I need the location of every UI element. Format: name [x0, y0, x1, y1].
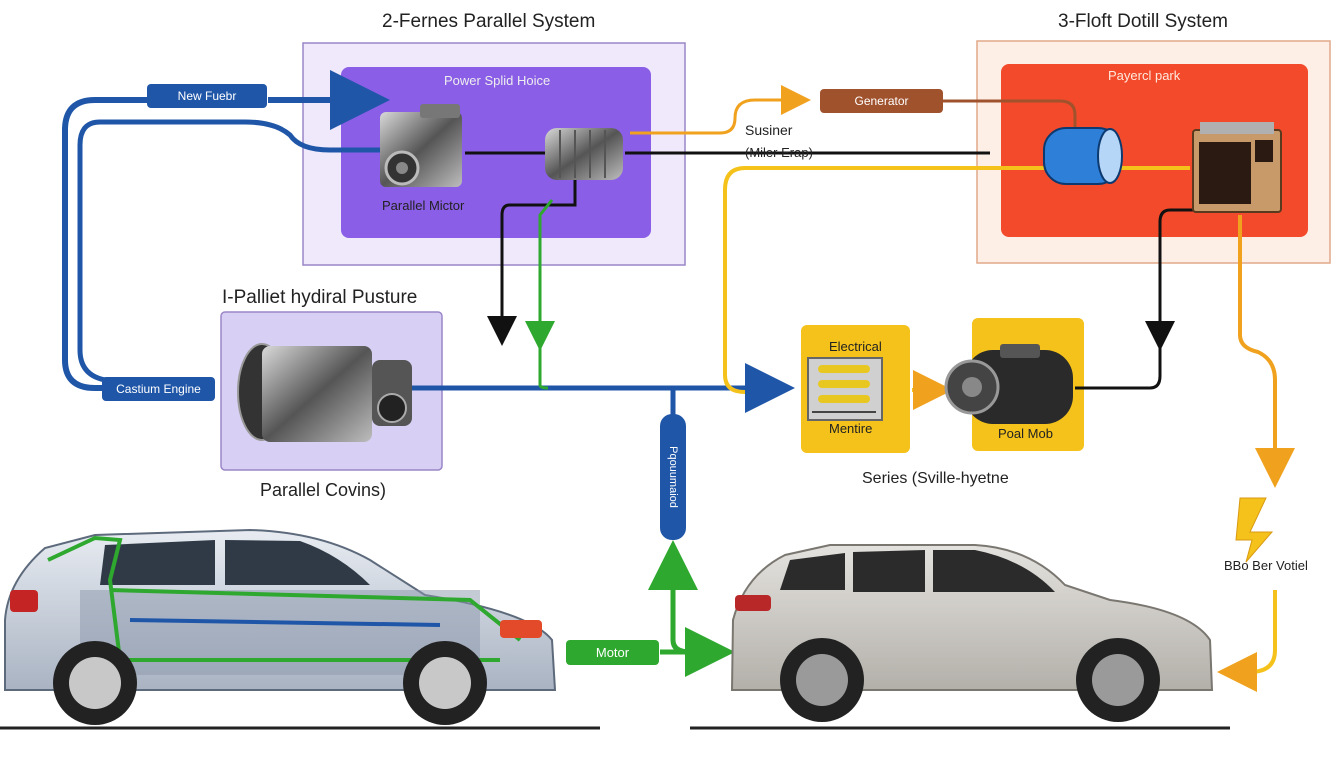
- new-fuel-tag: New Fuebr: [147, 84, 267, 108]
- suv-car: [730, 544, 1214, 722]
- generator-tag: Generator: [820, 89, 943, 113]
- series-system-title: 3-Floft Dotill System: [1058, 11, 1228, 32]
- green-tag-down: [670, 639, 691, 655]
- electric-motor-icon: [545, 128, 623, 180]
- black-poal-out: [1075, 345, 1162, 390]
- black-series-down: [1145, 195, 1217, 351]
- motor-tag: Motor: [566, 640, 659, 665]
- orange-return-to-suv: [1217, 590, 1277, 692]
- vertical-tag: Pqouumaiod: [660, 414, 686, 540]
- lightning-icon: [1235, 497, 1274, 563]
- parallel-motor-label: Parallel Mictor: [382, 198, 465, 213]
- electrical-module-icon: [807, 357, 883, 421]
- power-pack-label: Payercl park: [1108, 68, 1181, 83]
- hybrid-posture-title: I-Palliet hydiral Pusture: [222, 287, 418, 308]
- castium-engine-tag: Castium Engine: [102, 377, 215, 401]
- battery-cylinder-icon: [1043, 127, 1123, 185]
- hybrid-engine-icon: [237, 343, 412, 442]
- black-motor-down: [487, 180, 577, 346]
- susiner-label: Susiner: [745, 122, 793, 138]
- power-pack-icon: [1192, 122, 1282, 213]
- bbo-label: BBo Ber Votiel: [1224, 558, 1308, 573]
- orange-right-down: [1238, 215, 1295, 488]
- miler-erap-label: (Miler Erap): [745, 145, 813, 160]
- electrical-top-label: Electrical: [829, 339, 882, 354]
- hatchback-car: [4, 528, 557, 725]
- blue-loop-outer: [62, 97, 148, 391]
- orange-to-generator: [630, 85, 811, 135]
- electrical-bottom-label: Mentire: [829, 421, 873, 436]
- green-motor-down: [538, 199, 554, 390]
- vertical-tag-text: Pqouumaiod: [667, 446, 679, 508]
- brown-generator-to-battery: [942, 99, 1077, 130]
- blue-inner-loop: [77, 119, 380, 383]
- parallel-system-title: 2-Fernes Parallel System: [382, 11, 596, 32]
- poal-mob-label: Poal Mob: [998, 426, 1053, 441]
- poal-motor-icon: [944, 344, 1073, 424]
- engine-icon: [380, 104, 462, 187]
- parallel-covins-label: Parallel Covins): [260, 480, 387, 500]
- series-subtitle-label: Series (Sville-hyetne: [862, 470, 1009, 487]
- orange-loop-to-electric: [723, 166, 1190, 394]
- power-split-label: Power Splid Hoice: [444, 73, 551, 88]
